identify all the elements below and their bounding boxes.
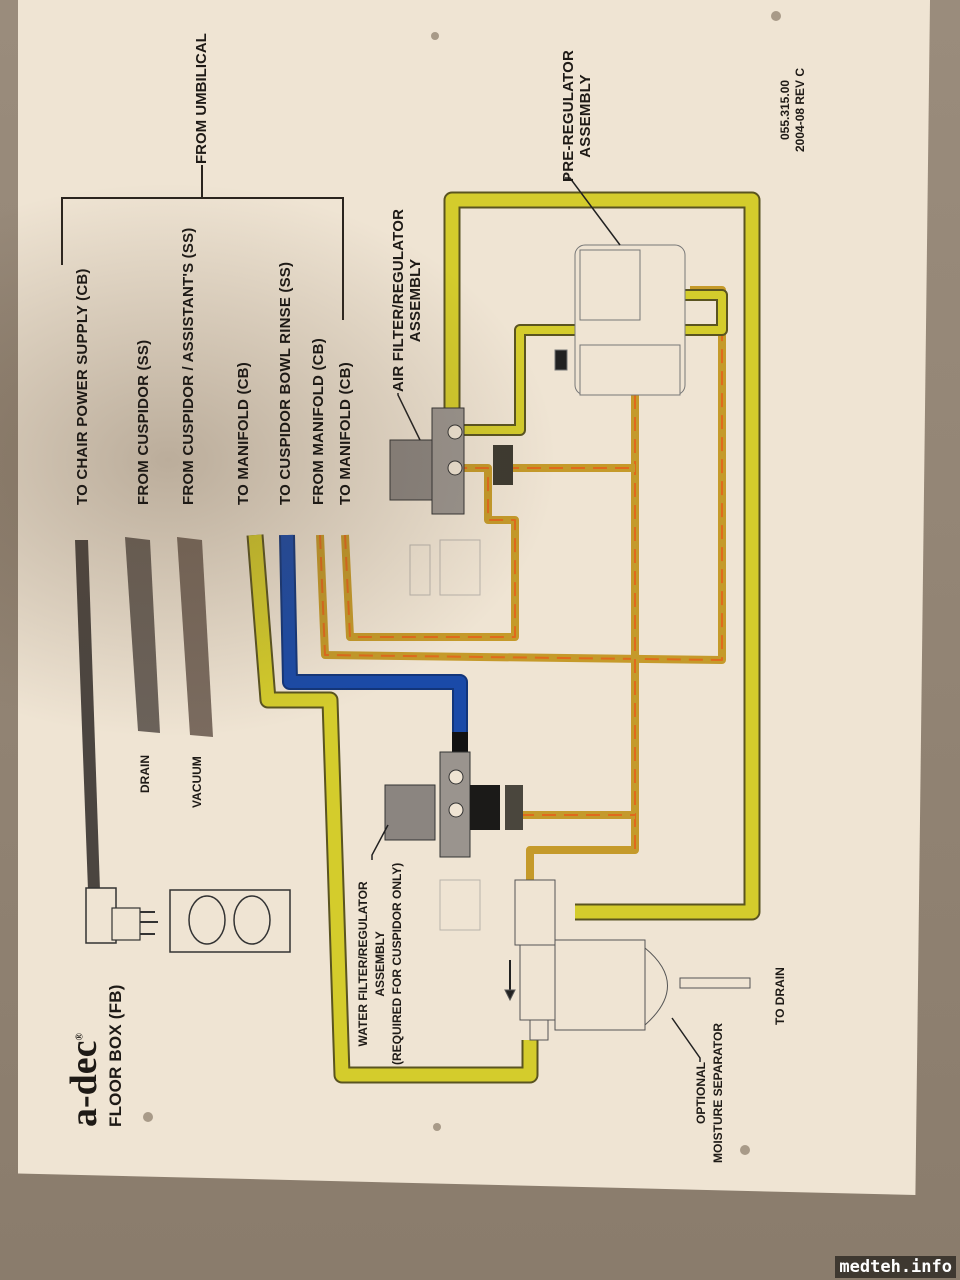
- line-label-from-manifold: FROM MANIFOLD (CB): [310, 338, 327, 505]
- drain-hose: [125, 537, 160, 733]
- line-label-bowl-rinse: TO CUSPIDOR BOWL RINSE (SS): [277, 261, 294, 505]
- adec-logo: a-dec®: [63, 1032, 105, 1127]
- water-filter-regulator: [384, 751, 523, 931]
- line-label-from-cuspidor: FROM CUSPIDOR (SS): [135, 339, 152, 505]
- power-cord: [75, 540, 158, 944]
- drain-label: DRAIN: [138, 755, 152, 793]
- vacuum-hose: [177, 537, 213, 737]
- line-label-to-manifold-1: TO MANIFOLD (CB): [235, 362, 252, 505]
- product-title: FLOOR BOX (FB): [106, 984, 125, 1127]
- callout-lines: [371, 177, 701, 1062]
- to-drain-label: TO DRAIN: [773, 967, 787, 1025]
- umbilical-header: FROM UMBILICAL: [193, 33, 210, 164]
- pushpins: [143, 11, 781, 1155]
- pre-regulator: [554, 244, 686, 396]
- outlet: [169, 889, 291, 953]
- umbilical-bracket: [61, 165, 344, 320]
- air-filter-regulator: [389, 407, 513, 596]
- line-label-chair-power: TO CHAIR POWER SUPPLY (CB): [74, 268, 91, 505]
- line-label-to-manifold-2: TO MANIFOLD (CB): [337, 362, 354, 505]
- watermark: medteh.info: [835, 1256, 956, 1278]
- line-label-from-cuspidor-assistant: FROM CUSPIDOR / ASSISTANT'S (SS): [180, 227, 197, 505]
- moisture-separator: [504, 879, 751, 1041]
- vacuum-label: VACUUM: [190, 756, 204, 808]
